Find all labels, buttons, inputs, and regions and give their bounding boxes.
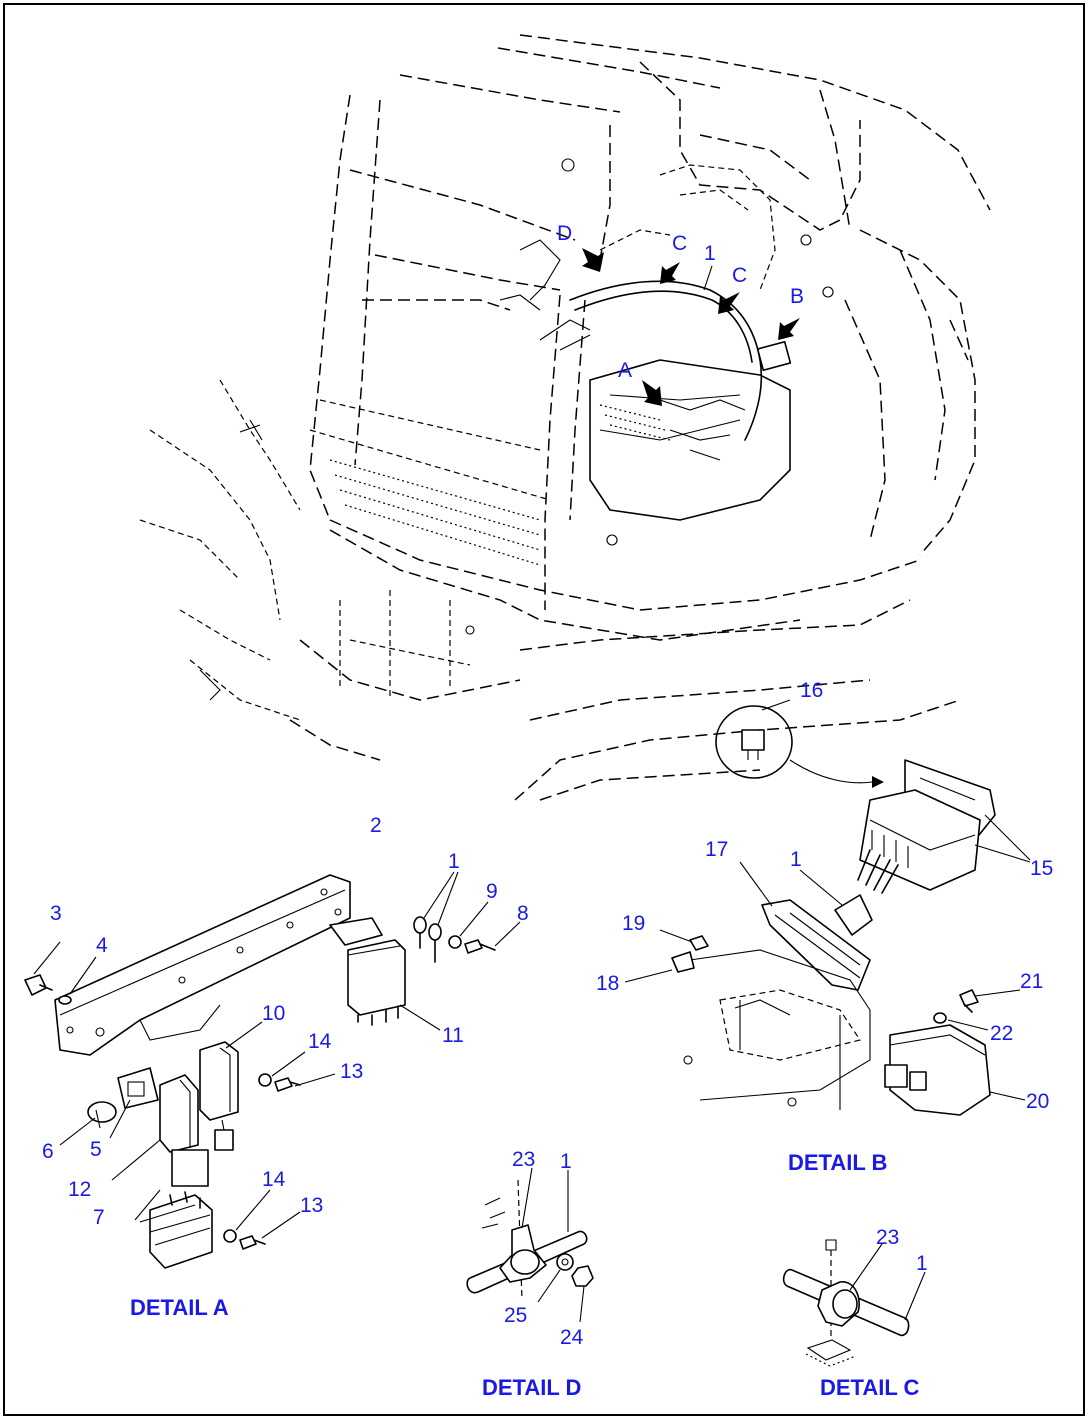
part-number-14-lower: 14	[262, 1168, 286, 1191]
part-number-14-upper: 14	[308, 1030, 332, 1053]
part-number-18: 18	[596, 972, 619, 995]
detail-d-caption: DETAIL D	[482, 1375, 581, 1400]
part-number-19: 19	[622, 912, 645, 935]
fuse-inset	[715, 699, 884, 788]
part-number-1-detail-d: 1	[560, 1150, 572, 1173]
diagram-frame	[3, 3, 1085, 1416]
part-number-22: 22	[990, 1022, 1013, 1045]
part-number-11: 11	[442, 1024, 464, 1047]
detail-c-caption: DETAIL C	[820, 1375, 920, 1400]
part-number-1-detail-c: 1	[916, 1252, 928, 1275]
part-number-20: 20	[1026, 1090, 1049, 1113]
view-label-b: B	[790, 285, 804, 308]
part-number-2: 2	[370, 814, 382, 837]
view-label-d: D	[557, 222, 572, 245]
detail-c-drawing	[782, 1239, 926, 1367]
detail-b-drawing	[624, 759, 1031, 1116]
part-number-24: 24	[560, 1326, 584, 1349]
part-number-10: 10	[262, 1002, 285, 1025]
part-number-6: 6	[42, 1140, 54, 1163]
part-number-16: 16	[800, 679, 823, 702]
part-number-23-detail-d: 23	[512, 1148, 535, 1171]
part-number-1-detail-a: 1	[448, 850, 460, 873]
part-number-4: 4	[96, 934, 108, 957]
part-number-5: 5	[90, 1138, 102, 1161]
detail-b-caption: DETAIL B	[788, 1150, 887, 1175]
part-number-8: 8	[517, 902, 529, 925]
part-number-1-main: 1	[704, 242, 716, 265]
part-number-9: 9	[486, 880, 498, 903]
part-number-15: 15	[1030, 857, 1053, 880]
part-number-13-upper: 13	[340, 1060, 363, 1083]
part-number-25: 25	[504, 1304, 527, 1327]
part-number-1-detail-b: 1	[790, 848, 802, 871]
part-number-21: 21	[1020, 970, 1043, 993]
view-label-c-2: C	[732, 264, 747, 287]
detail-a-drawing	[24, 871, 521, 1269]
part-number-23-detail-c: 23	[876, 1226, 899, 1249]
part-number-17: 17	[705, 838, 728, 861]
machine-overview	[139, 34, 991, 1107]
part-number-7: 7	[93, 1206, 105, 1229]
part-number-3: 3	[50, 902, 62, 925]
detail-a-caption: DETAIL A	[130, 1295, 229, 1320]
part-number-13-lower: 13	[300, 1194, 323, 1217]
part-number-12: 12	[68, 1178, 91, 1201]
view-label-a: A	[618, 359, 632, 382]
detail-d-drawing	[466, 1167, 594, 1323]
view-label-c-1: C	[672, 232, 687, 255]
